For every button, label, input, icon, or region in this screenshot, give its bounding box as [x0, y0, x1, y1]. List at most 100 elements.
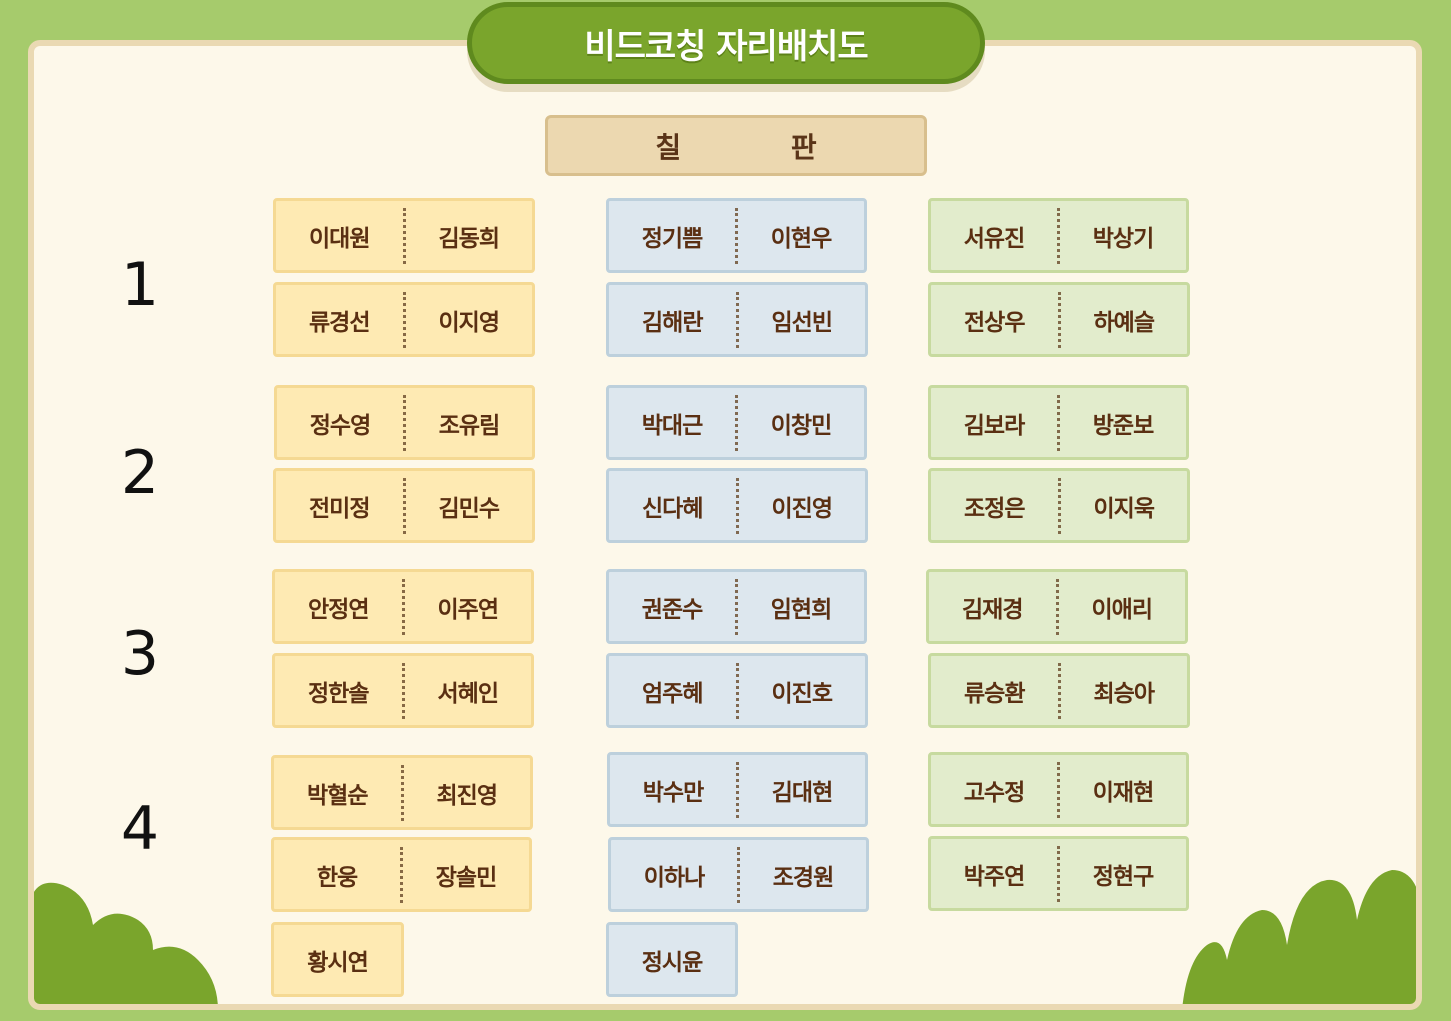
desk-divider	[1057, 662, 1061, 719]
row-number: 3	[120, 619, 160, 689]
desk: 정수영 조유림	[274, 385, 535, 460]
student-name: 류승환	[964, 680, 1025, 707]
student-name: 신다혜	[642, 495, 703, 522]
desk-divider	[402, 477, 406, 534]
desk: 신다혜 이진영	[606, 468, 868, 543]
desk: 고수정 이재현	[928, 752, 1189, 827]
student-name: 정기쁨	[641, 225, 703, 252]
student-name: 이하나	[643, 864, 705, 891]
desk-divider	[737, 846, 740, 903]
student-name: 조유림	[438, 412, 500, 439]
desk-divider	[735, 662, 739, 719]
desk: 권준수 임현희	[606, 569, 867, 644]
desk-single: 황시연	[271, 922, 404, 997]
desk: 박대근 이창민	[606, 385, 867, 460]
student-name: 이재현	[1092, 779, 1154, 806]
desk-divider	[735, 207, 738, 264]
desk-divider	[1057, 845, 1060, 902]
student-name: 정현구	[1092, 863, 1154, 890]
student-name: 최진영	[436, 782, 498, 809]
desk: 정기쁨 이현우	[606, 198, 867, 273]
desk: 이하나 조경원	[608, 837, 869, 912]
student-name: 이진영	[771, 495, 833, 522]
desk-divider	[735, 394, 738, 451]
desk-divider	[735, 578, 738, 635]
student-name: 서유진	[963, 225, 1025, 252]
bush-left-decoration	[34, 882, 218, 1004]
desk-divider	[401, 662, 405, 719]
desk: 서유진 박상기	[928, 198, 1189, 273]
student-name: 박대근	[641, 412, 703, 439]
desk: 조정은 이지욱	[928, 468, 1190, 543]
desk: 김해란 임선빈	[606, 282, 868, 357]
desk-divider	[736, 761, 739, 818]
student-name: 이지영	[438, 309, 500, 336]
student-name: 이현우	[770, 225, 832, 252]
student-name: 권준수	[641, 596, 703, 623]
desk: 김보라 방준보	[928, 385, 1189, 460]
desk-divider	[402, 291, 406, 348]
chalkboard-label: 칠 판	[545, 115, 927, 176]
desk: 김재경 이애리	[926, 569, 1188, 644]
desk: 안정연 이주연	[272, 569, 534, 644]
student-name: 전상우	[964, 309, 1025, 336]
student-name: 이대원	[309, 225, 370, 252]
student-name: 최승아	[1093, 680, 1155, 707]
desk-divider	[400, 764, 404, 821]
bush-right-decoration	[1182, 870, 1416, 1004]
student-name: 한웅	[316, 864, 358, 891]
student-name: 이지욱	[1093, 495, 1155, 522]
student-name: 서혜인	[437, 680, 499, 707]
desk-divider	[1057, 761, 1060, 818]
desk: 박수만 김대현	[607, 752, 868, 827]
desk-divider	[1057, 291, 1061, 348]
desk: 류승환 최승아	[928, 653, 1190, 728]
row-number: 4	[120, 794, 160, 864]
student-name: 안정연	[308, 596, 369, 623]
desk-divider	[735, 291, 739, 348]
student-name: 김민수	[438, 495, 500, 522]
student-name: 이애리	[1091, 596, 1153, 623]
student-name: 김해란	[642, 309, 703, 336]
desk: 박혈순 최진영	[271, 755, 533, 830]
desk: 전상우 하예슬	[928, 282, 1190, 357]
student-name: 엄주혜	[642, 680, 703, 707]
student-name: 정한솔	[308, 680, 369, 707]
student-name: 조경원	[772, 864, 834, 891]
student-name: 조정은	[964, 495, 1025, 522]
student-name: 김보라	[963, 412, 1025, 439]
row-number: 1	[120, 250, 160, 320]
student-name: 장솔민	[435, 864, 497, 891]
desk: 이대원 김동희	[273, 198, 535, 273]
desk: 엄주혜 이진호	[606, 653, 868, 728]
desk-divider	[400, 846, 403, 903]
student-name: 고수정	[963, 779, 1025, 806]
student-name: 류경선	[309, 309, 370, 336]
desk-divider	[1055, 578, 1059, 635]
student-name: 박혈순	[307, 782, 368, 809]
student-name: 하예슬	[1093, 309, 1155, 336]
student-name: 방준보	[1092, 412, 1154, 439]
student-name: 임선빈	[771, 309, 833, 336]
student-name: 정수영	[309, 412, 371, 439]
desk-divider	[403, 394, 406, 451]
student-name: 황시연	[307, 949, 368, 976]
student-name: 전미정	[309, 495, 370, 522]
student-name: 이진호	[771, 680, 833, 707]
student-name: 박주연	[963, 863, 1025, 890]
student-name: 박수만	[642, 779, 704, 806]
desk: 정한솔 서혜인	[272, 653, 534, 728]
student-name: 이주연	[437, 596, 499, 623]
desk: 전미정 김민수	[273, 468, 535, 543]
desk: 류경선 이지영	[273, 282, 535, 357]
page-title: 비드코칭 자리배치도	[467, 2, 985, 84]
student-name: 김동희	[438, 225, 500, 252]
row-number: 2	[120, 438, 160, 508]
desk-divider	[402, 207, 406, 264]
student-name: 이창민	[770, 412, 832, 439]
desk-divider	[735, 477, 739, 534]
desk-divider	[1057, 207, 1060, 264]
desk: 박주연 정현구	[928, 836, 1189, 911]
desk-single: 정시윤	[606, 922, 738, 997]
student-name: 정시윤	[641, 949, 703, 976]
